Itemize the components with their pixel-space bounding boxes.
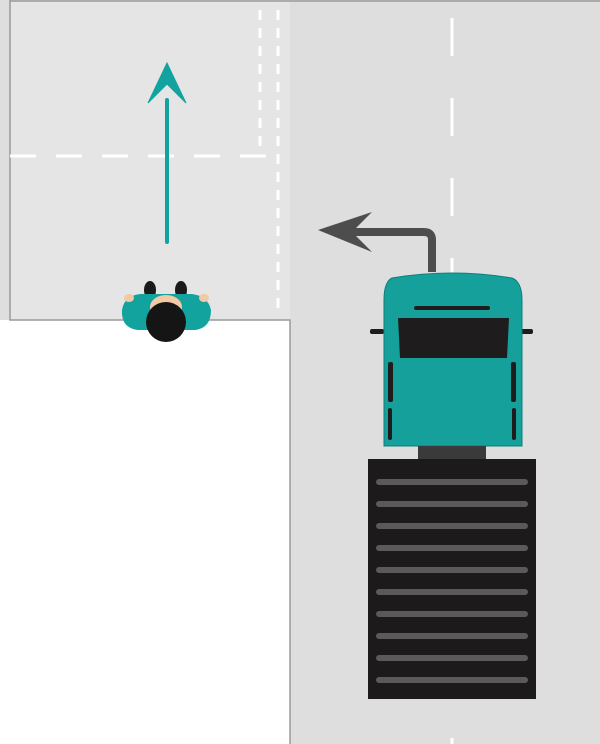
right-hand: [199, 294, 209, 302]
right-door-line: [512, 408, 516, 440]
right-window: [511, 362, 516, 402]
arrow-up-head: [147, 61, 187, 104]
roof-vent: [414, 306, 490, 310]
truck-cab: [383, 272, 523, 447]
left-window: [388, 362, 393, 402]
intersection-area: [10, 0, 290, 320]
truck-trailer: [368, 459, 536, 699]
trailer-stripe: [376, 545, 528, 551]
left-hand: [124, 294, 134, 302]
trailer-stripes: [376, 479, 528, 683]
trailer-stripe: [376, 479, 528, 485]
pedestrian-icon: [121, 281, 211, 342]
trailer-stripe: [376, 523, 528, 529]
trailer-stripe: [376, 677, 528, 683]
hitch-connector: [418, 446, 486, 460]
turn-arrow-path: [342, 228, 436, 272]
trailer-stripe: [376, 611, 528, 617]
lane-markings: [10, 10, 454, 744]
left-mirror: [370, 329, 384, 334]
arrow-left-turn-icon: [318, 212, 436, 272]
trailer-stripe: [376, 501, 528, 507]
trailer-stripe: [376, 655, 528, 661]
truck-icon: [368, 272, 536, 699]
trailer-stripe: [376, 567, 528, 573]
trailer-stripe: [376, 589, 528, 595]
left-door-line: [388, 408, 392, 440]
sidewalk-corner: [0, 320, 290, 744]
trailer-stripe: [376, 633, 528, 639]
arrow-up-icon: [147, 61, 187, 244]
turn-arrow-head: [318, 212, 372, 252]
truck-windshield: [398, 318, 509, 358]
pedestrian-head: [146, 302, 186, 342]
